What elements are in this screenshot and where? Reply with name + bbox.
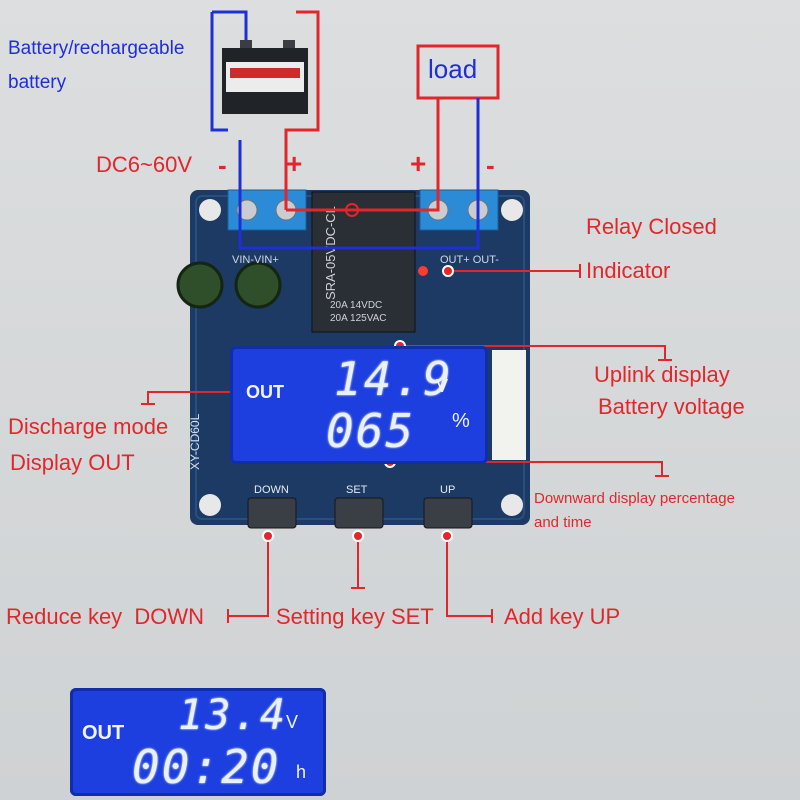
main-lcd: OUT 14.9 V 065 % bbox=[230, 346, 488, 464]
relay-rating-1: 20A 14VDC bbox=[330, 300, 383, 311]
set-button-graphic bbox=[334, 497, 384, 529]
mount-hole-br bbox=[501, 494, 523, 516]
main-lcd-voltage-unit: V bbox=[436, 376, 449, 396]
relay bbox=[311, 191, 416, 333]
down-button-graphic bbox=[247, 497, 297, 529]
capacitor-1 bbox=[176, 261, 224, 309]
second-lcd-voltage-unit: V bbox=[286, 712, 299, 732]
relay-led bbox=[418, 266, 428, 276]
board-model: XY-CD60L bbox=[188, 413, 202, 470]
load-label: load bbox=[428, 54, 478, 84]
up-button-graphic bbox=[423, 497, 473, 529]
main-lcd-percent: 065 bbox=[326, 404, 416, 458]
callout-setting-key: Setting key SET bbox=[276, 604, 434, 629]
mount-hole-tl bbox=[199, 199, 221, 221]
battery-label-line1: Battery/rechargeable bbox=[8, 38, 185, 59]
leader-up-key bbox=[446, 536, 492, 617]
leader-uplink bbox=[400, 345, 666, 360]
board-set-label: SET bbox=[346, 484, 368, 496]
main-lcd-mode: OUT bbox=[246, 382, 284, 402]
lcd-ribbon bbox=[492, 350, 526, 460]
callout-relay-line2: Indicator bbox=[586, 258, 671, 283]
second-lcd: OUT 13.4 V 00:20 h bbox=[70, 688, 326, 796]
input-terminal-label: VIN-VIN+ bbox=[232, 254, 279, 266]
wire-load-negative bbox=[238, 98, 480, 250]
leader-down-key bbox=[228, 536, 269, 617]
callout-discharge-line1: Discharge mode bbox=[8, 414, 169, 439]
output-plus-sign: + bbox=[410, 148, 427, 179]
input-minus-sign: - bbox=[218, 150, 227, 180]
board-down-label: DOWN bbox=[254, 484, 289, 496]
main-lcd-voltage: 14.9 bbox=[334, 352, 453, 406]
callout-downward-line2: and time bbox=[534, 514, 592, 531]
main-lcd-percent-unit: % bbox=[452, 410, 470, 432]
callout-discharge-line2: Display OUT bbox=[10, 450, 135, 475]
capacitor-2 bbox=[234, 261, 282, 309]
output-minus-sign: - bbox=[486, 150, 495, 180]
callout-uplink-line2: Battery voltage bbox=[598, 394, 745, 419]
wire-battery-positive bbox=[284, 10, 320, 210]
second-lcd-time: 00:20 bbox=[132, 740, 281, 794]
callout-add-key: Add key UP bbox=[504, 604, 621, 629]
second-lcd-mode: OUT bbox=[82, 722, 125, 744]
mount-hole-bl bbox=[199, 494, 221, 516]
board-up-label: UP bbox=[440, 484, 456, 496]
voltage-range: DC6~60V bbox=[96, 152, 193, 177]
leader-discharge bbox=[147, 391, 236, 404]
callout-downward-line1: Downward display percentage bbox=[534, 490, 735, 507]
input-plus-sign: + bbox=[286, 148, 303, 179]
relay-rating-2: 20A 125VAC bbox=[330, 313, 387, 324]
output-terminal-label: OUT+ OUT- bbox=[440, 254, 499, 266]
second-lcd-time-unit: h bbox=[296, 762, 307, 782]
relay-label: SRA-05VDC-CL bbox=[323, 206, 338, 300]
battery-label-line2: battery bbox=[8, 72, 67, 93]
callout-reduce-key: Reduce key DOWN bbox=[6, 604, 205, 629]
mount-hole-tr bbox=[501, 199, 523, 221]
wire-battery-negative bbox=[210, 12, 228, 132]
second-lcd-voltage: 13.4 bbox=[178, 690, 288, 739]
wire-load-positive bbox=[286, 98, 440, 212]
callout-relay-line1: Relay Closed bbox=[586, 214, 717, 239]
callout-uplink-line1: Uplink display bbox=[594, 362, 730, 387]
load-box bbox=[416, 44, 500, 100]
